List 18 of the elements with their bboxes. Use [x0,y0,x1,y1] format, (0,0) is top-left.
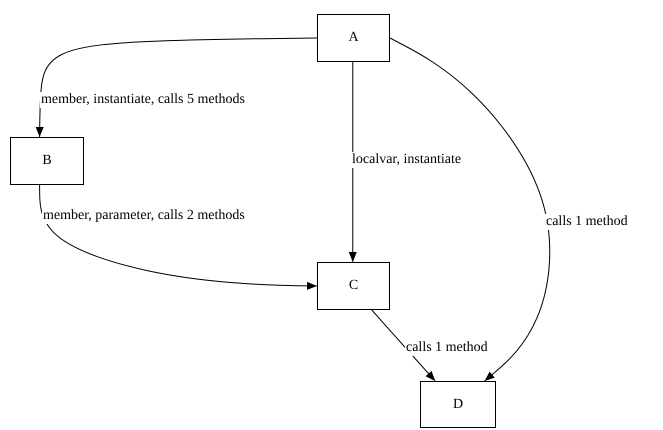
arrow [348,62,357,262]
arrow [371,310,436,382]
edge-label: localvar, instantiate [351,152,462,168]
class-box [10,137,84,185]
edge-label: calls 1 method [405,340,489,356]
class-box [317,14,390,62]
node-label: D [452,396,464,412]
edge-label: calls 1 method [545,214,629,230]
arrow [39,184,318,290]
node-label: A [348,30,359,46]
class-box [420,381,496,428]
class-box [317,262,390,310]
node-label: C [348,278,358,294]
edge-label: member, parameter, calls 2 methods [42,208,246,224]
edge-label: member, instantiate, calls 5 methods [40,92,246,108]
arrow [36,38,318,138]
arrow [390,38,550,382]
node-label: B [42,153,52,169]
